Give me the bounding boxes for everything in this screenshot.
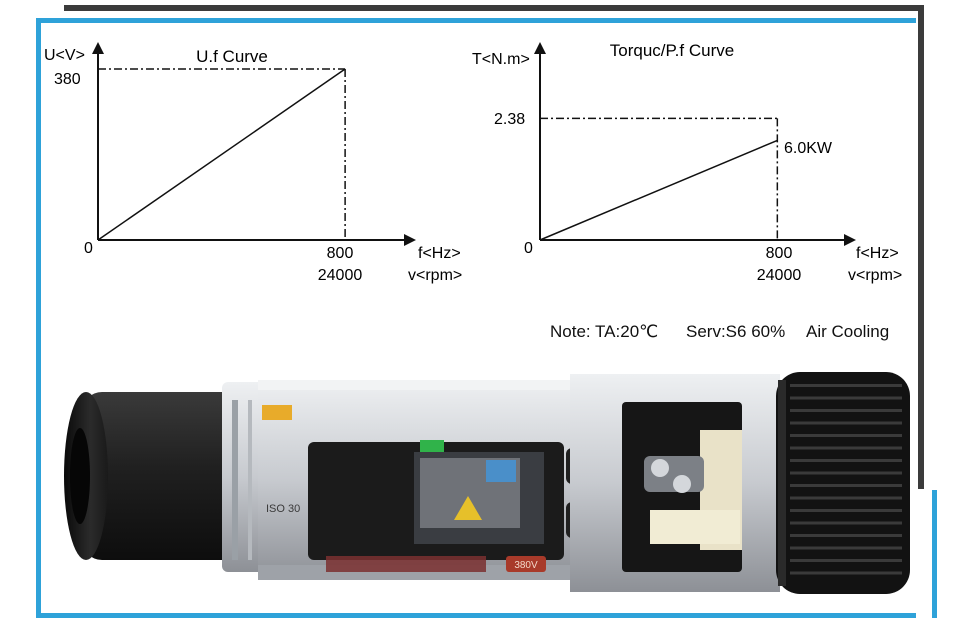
torque-y-label: T<N.m> bbox=[472, 51, 530, 68]
cooling-fin bbox=[790, 471, 902, 475]
iso-label: ISO 30 bbox=[266, 503, 300, 515]
cooling-fins bbox=[790, 384, 902, 575]
frame-right-blue bbox=[932, 490, 937, 618]
uf-x-label-hz: f<Hz> bbox=[418, 245, 461, 262]
uf-chart-title: U.f Curve bbox=[196, 47, 268, 66]
torque-x-label-rpm: v<rpm> bbox=[848, 267, 902, 284]
cooling-fin bbox=[790, 496, 902, 500]
torque-origin-label: 0 bbox=[524, 240, 533, 257]
uf-series-line bbox=[97, 68, 346, 241]
frame-left-blue bbox=[36, 18, 41, 618]
torque-chart-title: Torquc/P.f Curve bbox=[610, 41, 734, 60]
cooling-fin bbox=[790, 546, 902, 550]
note-service: Serv:S6 60% bbox=[686, 322, 786, 341]
cooling-fin bbox=[790, 484, 902, 487]
uf-chart: U.f Curve U<V> 380 0 800 24000 f<Hz> v<r… bbox=[44, 42, 462, 284]
torque-series-line bbox=[539, 139, 778, 241]
uf-origin-label: 0 bbox=[84, 240, 93, 257]
frame-top-dark bbox=[64, 5, 924, 11]
torque-chart: Torquc/P.f Curve T<N.m> 2.38 0 6.0KW 800… bbox=[472, 41, 902, 284]
cooling-fin bbox=[790, 434, 902, 437]
charts-area: U.f Curve U<V> 380 0 800 24000 f<Hz> v<r… bbox=[44, 41, 902, 284]
cooling-fin bbox=[790, 521, 902, 525]
cooling-fin bbox=[790, 396, 902, 400]
torque-x-tick-800: 800 bbox=[766, 245, 793, 262]
uf-y-label: U<V> bbox=[44, 47, 85, 64]
torque-annotation-6kw: 6.0KW bbox=[784, 140, 833, 157]
cooling-fin bbox=[790, 559, 902, 562]
note-temperature: Note: TA:20℃ bbox=[550, 322, 659, 341]
uf-x-tick-24000: 24000 bbox=[318, 267, 363, 284]
spindle-rear bbox=[570, 374, 780, 592]
cooling-fin bbox=[790, 534, 902, 537]
cooling-fan bbox=[776, 372, 910, 594]
cooling-fin bbox=[790, 459, 902, 462]
spindle-motor-image: 380V ISO 30 bbox=[64, 372, 910, 594]
frame-right-dark bbox=[918, 11, 924, 489]
torque-x-label-hz: f<Hz> bbox=[856, 245, 899, 262]
frame-top-blue bbox=[40, 18, 916, 23]
frame-bottom-blue bbox=[36, 613, 916, 618]
voltage-badge: 380V bbox=[514, 560, 538, 571]
cooling-fin bbox=[790, 384, 902, 387]
cooling-fin bbox=[790, 421, 902, 425]
spindle-junction-box: 380V ISO 30 bbox=[266, 440, 564, 572]
note-cooling: Air Cooling bbox=[806, 322, 890, 341]
cooling-fin bbox=[790, 509, 902, 512]
torque-y-tick-238: 2.38 bbox=[494, 111, 525, 128]
cooling-fin bbox=[790, 571, 902, 575]
spindle-nose bbox=[64, 392, 242, 560]
torque-x-tick-24000: 24000 bbox=[757, 267, 802, 284]
uf-x-label-rpm: v<rpm> bbox=[408, 267, 462, 284]
cooling-fin bbox=[790, 446, 902, 450]
uf-x-tick-800: 800 bbox=[327, 245, 354, 262]
uf-y-tick-380: 380 bbox=[54, 71, 81, 88]
cooling-fin bbox=[790, 409, 902, 412]
